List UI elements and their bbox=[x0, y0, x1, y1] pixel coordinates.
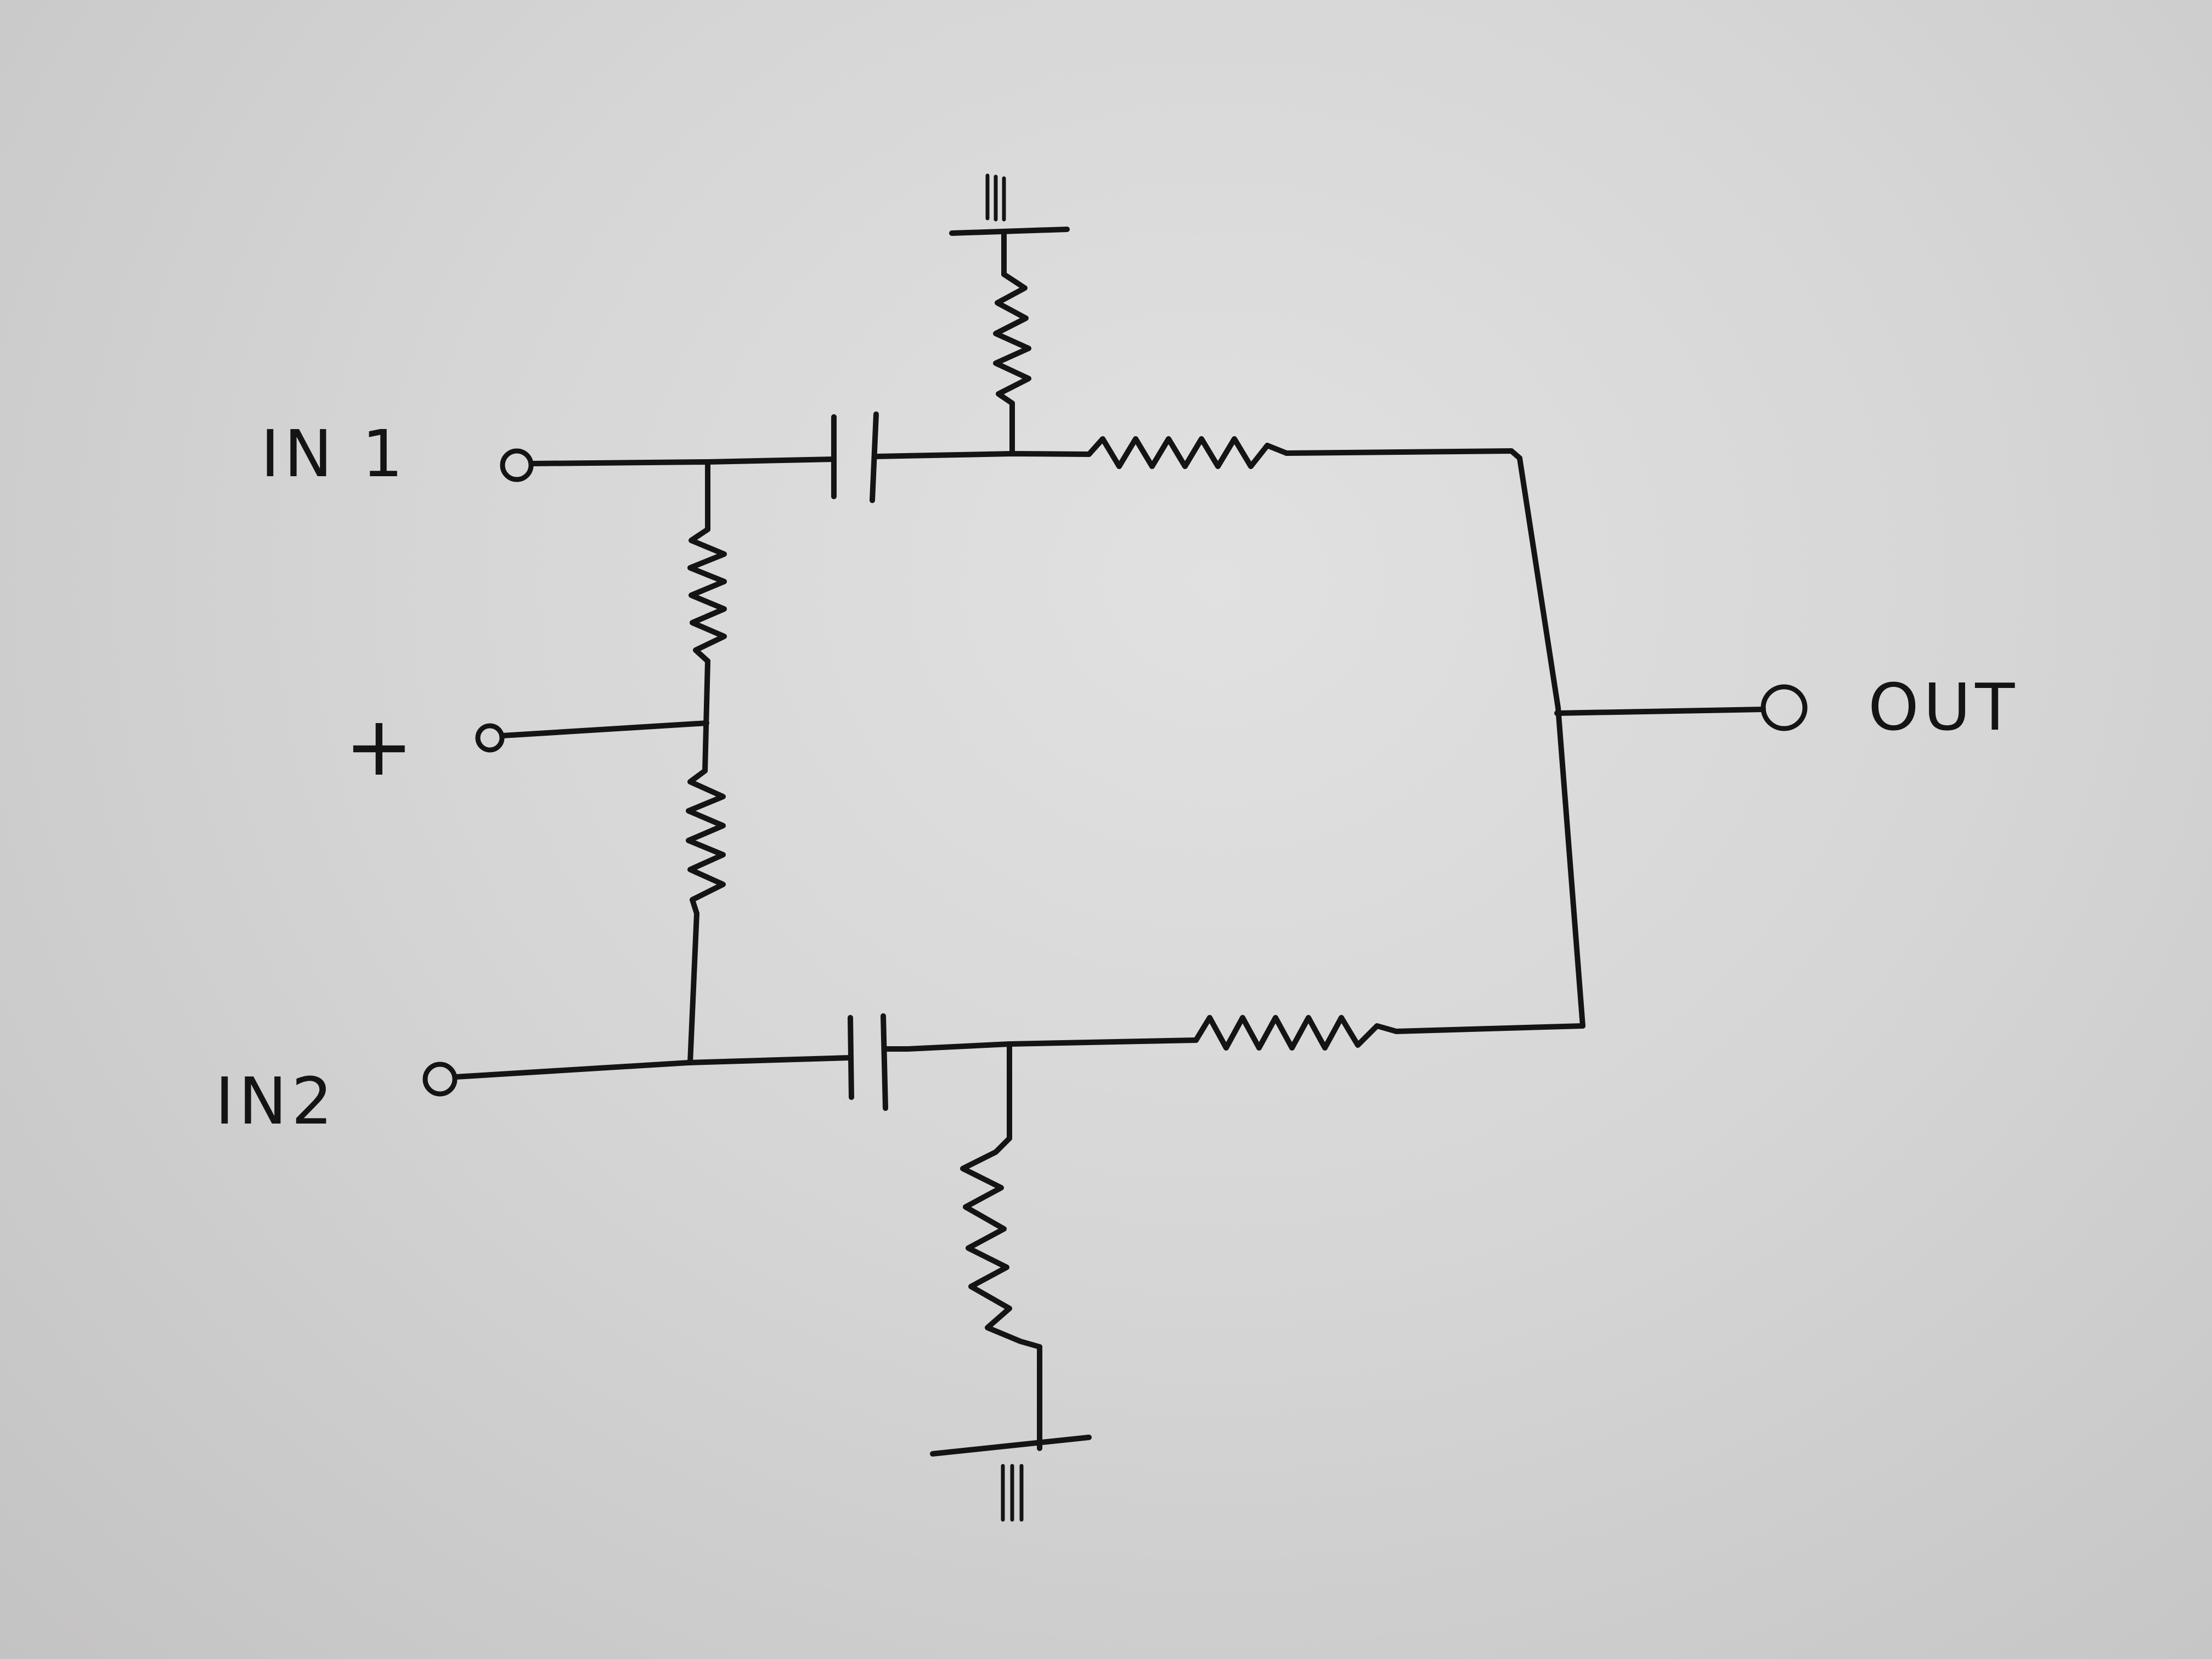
label-plus: + bbox=[345, 699, 418, 794]
resistor-bottom-shunt bbox=[960, 1136, 1042, 1350]
terminal-in1 bbox=[500, 448, 534, 482]
terminal-plus bbox=[475, 723, 505, 753]
capacitor-top bbox=[831, 411, 879, 503]
label-in1: IN 1 bbox=[261, 416, 408, 492]
ground-top bbox=[949, 173, 1070, 236]
wire-botnode-to-botres bbox=[905, 1037, 1199, 1052]
wire-right-rail bbox=[1517, 455, 1585, 1029]
wire-in1-to-cap bbox=[529, 456, 837, 466]
wire-out-tap bbox=[1554, 707, 1766, 716]
resistor-top-shunt bbox=[993, 272, 1031, 406]
terminal-in2 bbox=[422, 1062, 458, 1097]
wire-topres-to-rail bbox=[1284, 448, 1522, 461]
resistor-bottom-series bbox=[1193, 1015, 1399, 1051]
wire-divider-bottom bbox=[687, 911, 699, 1065]
label-out: OUT bbox=[1868, 669, 2019, 745]
terminal-out bbox=[1760, 684, 1808, 731]
ground-bottom bbox=[930, 1435, 1092, 1522]
label-in2: IN2 bbox=[215, 1063, 337, 1139]
wires bbox=[453, 230, 1766, 1451]
resistor-divider-upper bbox=[687, 527, 727, 664]
wire-rail-to-botres bbox=[1393, 1023, 1585, 1034]
resistor-divider-lower bbox=[686, 768, 726, 916]
wire-topcap-to-node bbox=[873, 451, 1092, 459]
wire-plus-tap bbox=[499, 720, 709, 738]
wire-divider-mid bbox=[702, 658, 710, 774]
capacitor-bottom bbox=[848, 1013, 911, 1111]
resistor-top-series bbox=[1086, 436, 1289, 469]
wire-in2-to-cap bbox=[453, 1055, 853, 1080]
